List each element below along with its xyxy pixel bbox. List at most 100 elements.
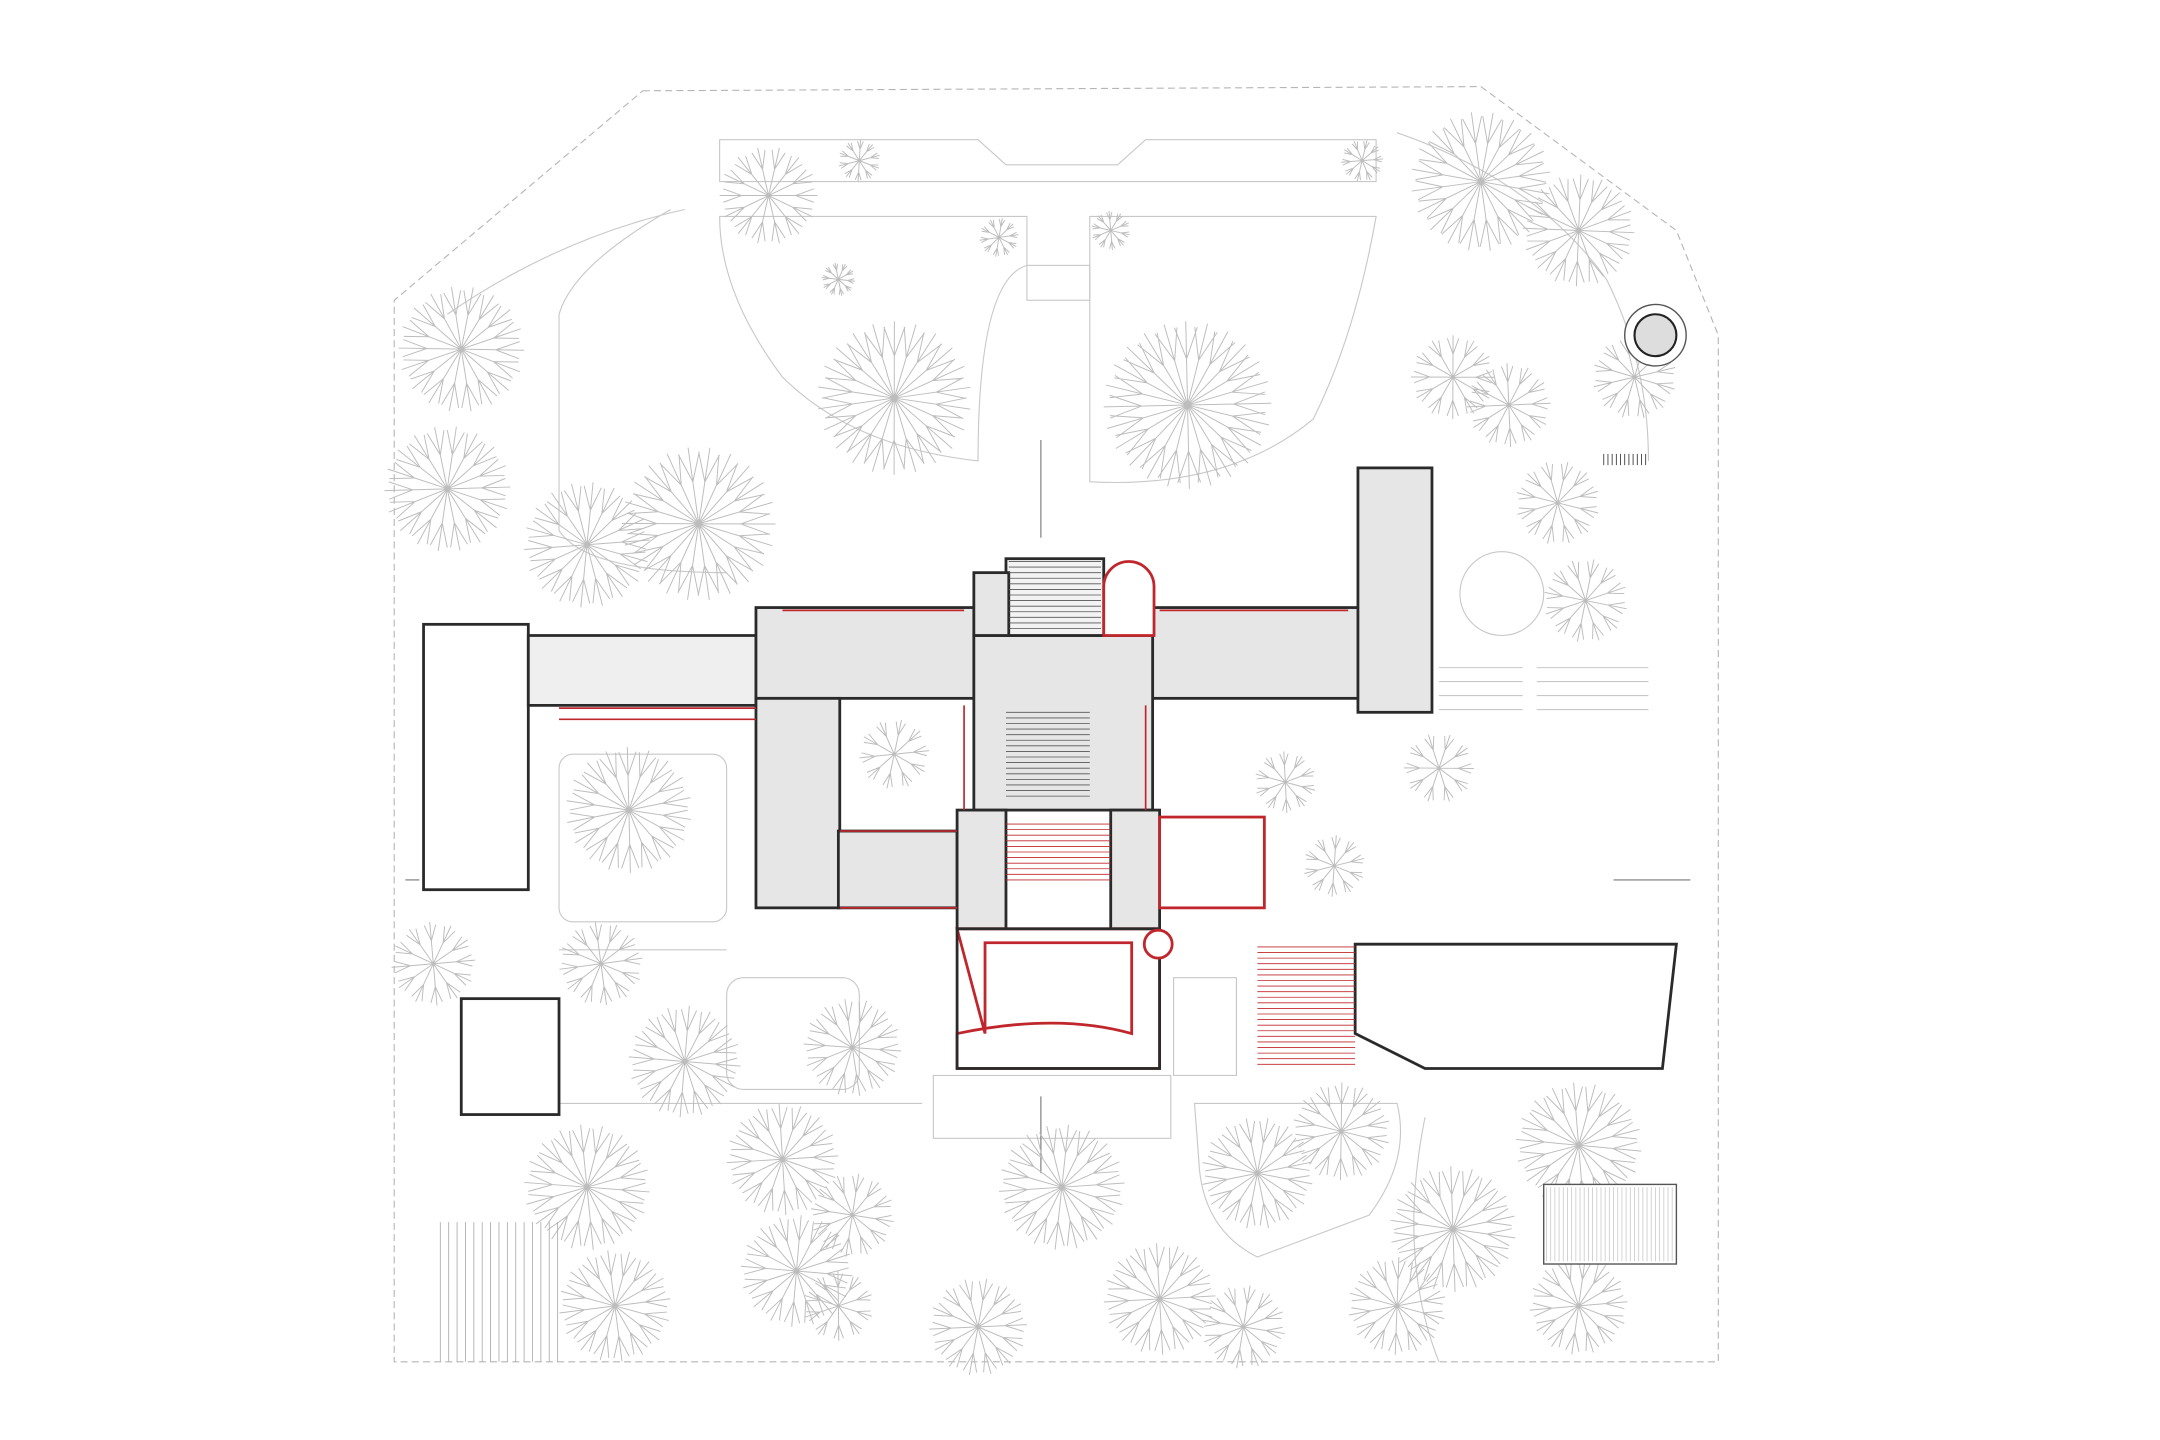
tree-icon bbox=[1529, 1257, 1628, 1355]
west-outbuilding bbox=[422, 622, 530, 892]
north-entrance-stairs bbox=[1008, 561, 1101, 629]
tree-branches bbox=[929, 1278, 1027, 1376]
tree-branches bbox=[810, 1173, 894, 1257]
tree-icon bbox=[566, 747, 692, 873]
east-tower-block bbox=[1356, 466, 1434, 714]
south-central-stairs-lines bbox=[1005, 823, 1111, 881]
tree-icon bbox=[621, 447, 776, 600]
tree-branches bbox=[384, 426, 511, 552]
tree-icon bbox=[740, 1215, 853, 1327]
tree-branches bbox=[1103, 1243, 1216, 1355]
tree-icon bbox=[999, 1124, 1125, 1250]
tree-icon bbox=[559, 922, 643, 1006]
tree-branches bbox=[1404, 734, 1474, 802]
tree-branches bbox=[1201, 1285, 1285, 1369]
tree-branches bbox=[1341, 140, 1384, 182]
tree-branches bbox=[1304, 835, 1365, 897]
south-central-stairs bbox=[1005, 823, 1111, 881]
stair-terrace-east bbox=[1438, 667, 1649, 711]
tree-branches bbox=[821, 262, 856, 296]
tree-icon bbox=[1255, 751, 1316, 813]
tree-branches bbox=[859, 719, 930, 789]
tree-branches bbox=[999, 1124, 1125, 1250]
southwest-wing bbox=[754, 696, 842, 910]
tree-icon bbox=[1466, 363, 1551, 447]
tree-branches bbox=[1522, 174, 1635, 287]
tree-branches bbox=[1411, 112, 1551, 251]
south-west-house bbox=[459, 997, 561, 1116]
north-lawn-right bbox=[1089, 215, 1377, 483]
tree-icon bbox=[1411, 335, 1495, 420]
tree-icon bbox=[979, 218, 1019, 257]
southeast-shed bbox=[1543, 1183, 1678, 1265]
tree-branches bbox=[740, 1215, 853, 1327]
shed-roof-lines bbox=[1546, 1187, 1673, 1262]
tree-icon bbox=[1516, 1082, 1642, 1209]
tree-icon bbox=[1202, 1118, 1313, 1229]
north-gate bbox=[1026, 264, 1091, 301]
central-stair bbox=[1005, 711, 1090, 797]
tree-branches bbox=[1255, 751, 1316, 813]
courtyard-red-edges bbox=[839, 705, 1147, 909]
south-lawn-center bbox=[932, 1074, 1172, 1139]
east-tower-stairs bbox=[1603, 453, 1647, 466]
tree-branches bbox=[838, 139, 880, 182]
tree-icon bbox=[1293, 1082, 1390, 1181]
tree-branches bbox=[1202, 1118, 1313, 1229]
east-wing bbox=[1151, 606, 1364, 700]
tree-icon bbox=[1103, 321, 1272, 489]
north-lawn-left bbox=[719, 215, 1028, 462]
tree-branches bbox=[391, 921, 476, 1006]
gazebo-inner bbox=[1633, 313, 1678, 358]
tree-icon bbox=[1522, 174, 1635, 287]
tree-icon bbox=[803, 999, 902, 1096]
southwest-garden-steps-lines bbox=[439, 1222, 559, 1362]
south-path bbox=[559, 949, 1440, 1362]
buildings-layer bbox=[422, 303, 1687, 1265]
tree-icon bbox=[859, 719, 930, 789]
tree-icon bbox=[1390, 1166, 1516, 1292]
tree-branches bbox=[1091, 210, 1130, 251]
tree-branches bbox=[1544, 559, 1627, 642]
red-annex bbox=[1158, 815, 1266, 910]
tree-icon bbox=[719, 147, 818, 244]
shed-roof bbox=[1546, 1187, 1673, 1262]
trees-layer bbox=[384, 112, 1676, 1376]
tree-branches bbox=[1516, 1082, 1642, 1209]
tree-icon bbox=[1348, 1257, 1446, 1355]
tree-branches bbox=[719, 147, 818, 244]
west-link-wing bbox=[526, 634, 758, 707]
tree-branches bbox=[1348, 1257, 1446, 1355]
east-path bbox=[1396, 132, 1650, 461]
tree-icon bbox=[929, 1278, 1027, 1376]
intervention-layer bbox=[559, 609, 1349, 909]
auditorium-outer bbox=[955, 927, 1162, 1070]
tree-branches bbox=[1411, 335, 1495, 420]
central-stair-lines bbox=[1005, 711, 1090, 797]
north-stair-block bbox=[1004, 557, 1106, 637]
tree-icon bbox=[524, 482, 650, 608]
west-path bbox=[446, 208, 727, 574]
tree-branches bbox=[628, 1005, 741, 1118]
tree-branches bbox=[524, 1124, 650, 1250]
tree-branches bbox=[559, 922, 643, 1006]
tree-icon bbox=[1201, 1285, 1285, 1369]
tree-branches bbox=[1529, 1257, 1628, 1355]
tree-icon bbox=[628, 1005, 741, 1118]
tree-branches bbox=[559, 1250, 671, 1362]
west-wing bbox=[754, 606, 976, 700]
tree-branches bbox=[1103, 321, 1272, 489]
tree-branches bbox=[1390, 1166, 1516, 1292]
tree-branches bbox=[621, 447, 776, 600]
tree-icon bbox=[1091, 210, 1130, 251]
stair-hatches bbox=[439, 453, 1673, 1362]
tree-icon bbox=[1341, 140, 1384, 182]
southeast-building bbox=[1353, 942, 1678, 1070]
south-west-pavilion bbox=[955, 808, 1008, 931]
tree-icon bbox=[810, 1173, 894, 1257]
southeast-terrace-stairs bbox=[1257, 946, 1356, 1065]
south-link-wing bbox=[836, 829, 959, 910]
tree-branches bbox=[1466, 363, 1551, 447]
tree-icon bbox=[1404, 734, 1474, 802]
